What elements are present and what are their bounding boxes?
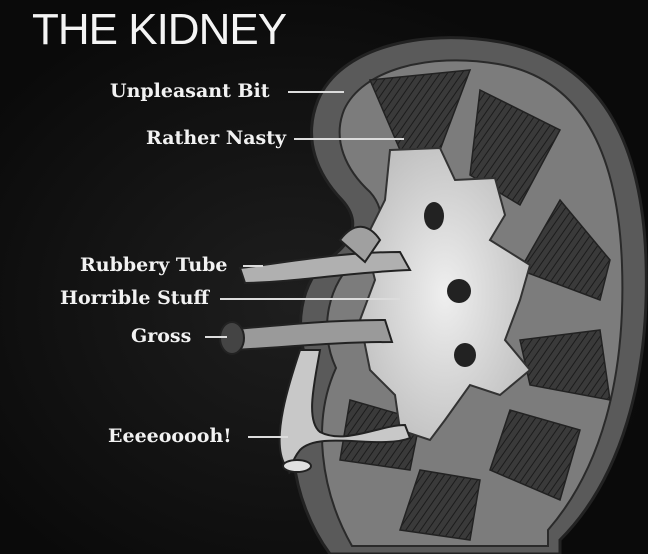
- leader-unpleasant-bit: [288, 91, 344, 93]
- label-unpleasant-bit: Unpleasant Bit: [110, 82, 270, 101]
- label-horrible-stuff: Horrible Stuff: [60, 289, 209, 308]
- pelvis-opening: [454, 343, 476, 367]
- leader-eeeeooooh: [248, 436, 288, 438]
- pelvis-opening: [424, 202, 444, 230]
- ureter-end: [283, 460, 311, 472]
- label-gross: Gross: [131, 327, 191, 346]
- label-rubbery-tube: Rubbery Tube: [80, 256, 228, 275]
- leader-rather-nasty: [294, 138, 404, 140]
- leader-gross: [205, 336, 227, 338]
- page-title: THE KIDNEY: [32, 8, 286, 52]
- pelvis-opening: [447, 279, 471, 303]
- leader-horrible-stuff: [220, 298, 400, 300]
- vein-opening: [220, 322, 244, 354]
- leader-rubbery-tube: [243, 265, 263, 267]
- label-rather-nasty: Rather Nasty: [146, 129, 286, 148]
- label-eeeeooooh: Eeeeooooh!: [108, 427, 232, 446]
